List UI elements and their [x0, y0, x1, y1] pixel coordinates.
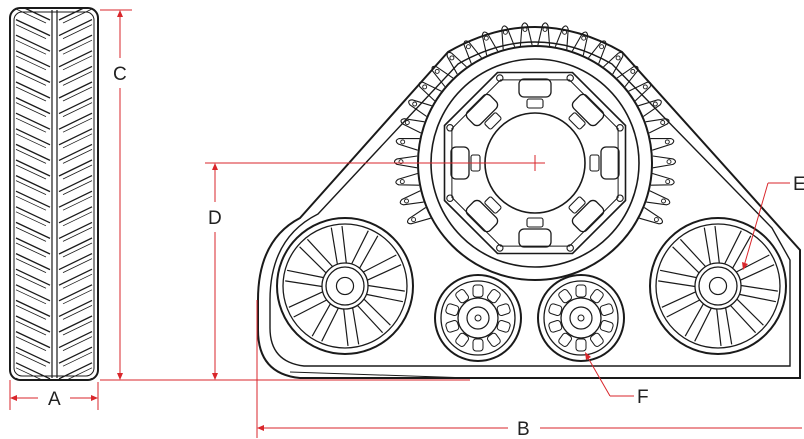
mid-roller-left	[434, 274, 522, 362]
idler-wheel-right	[649, 217, 787, 355]
track-belt-inner	[269, 41, 791, 367]
dimension-label-f: F	[637, 387, 649, 408]
idler-wheel-left	[276, 217, 414, 355]
mid-roller-right	[537, 274, 625, 362]
dimension-label-d: D	[208, 208, 222, 229]
track-belt-line	[289, 371, 471, 379]
track-assembly	[257, 22, 801, 379]
drive-wheel-bolts	[446, 74, 624, 252]
dimension-label-a: A	[48, 389, 61, 410]
track-side-view	[9, 7, 99, 381]
dimension-label-e: E	[793, 174, 804, 195]
drive-wheel-pockets	[450, 78, 620, 248]
track-belt-outer	[257, 26, 801, 379]
dimension-label-b: B	[517, 419, 530, 439]
sprocket-teeth	[393, 22, 677, 225]
dimension-lines	[9, 9, 802, 438]
dimension-label-c: C	[113, 64, 127, 85]
tread-pattern	[15, 8, 93, 380]
